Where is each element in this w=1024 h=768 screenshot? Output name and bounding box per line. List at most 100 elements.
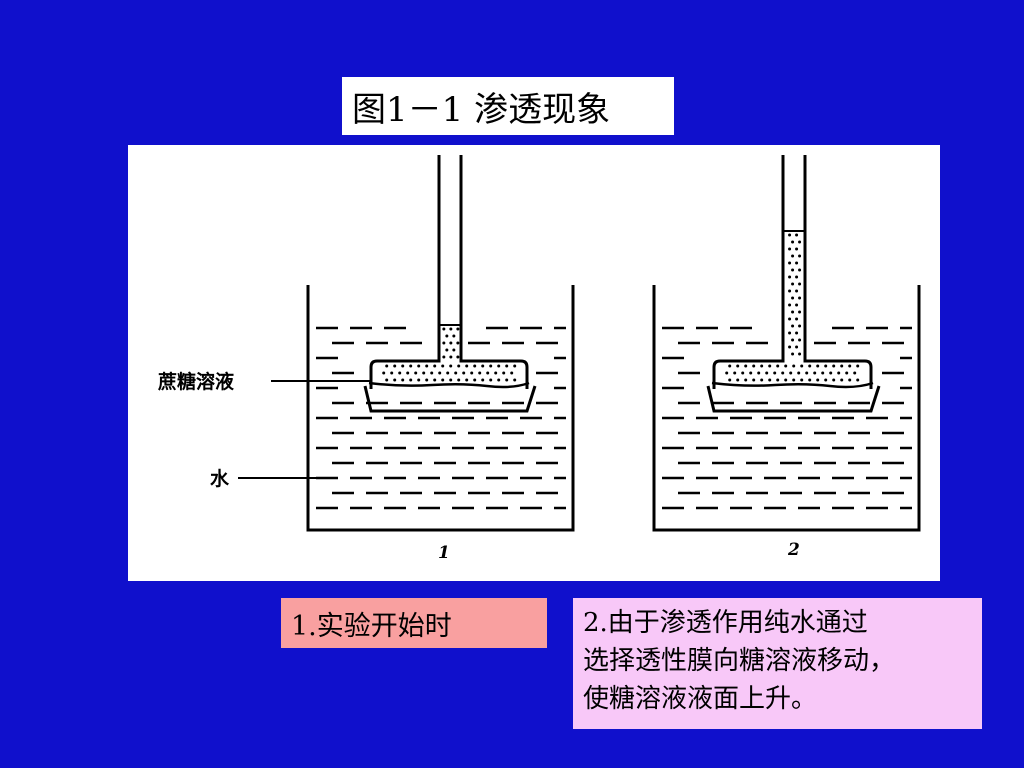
beaker-wall xyxy=(652,285,921,532)
solution-dot xyxy=(788,345,792,349)
solution-dot xyxy=(744,378,748,382)
solution-dot xyxy=(829,371,833,375)
caption-result-line-3: 使糖溶液液面上升。 xyxy=(583,684,818,714)
solution-dot xyxy=(473,378,477,382)
solution-dot xyxy=(760,378,764,382)
solution-dot xyxy=(768,378,772,382)
solution-dot xyxy=(744,364,748,368)
solution-dot xyxy=(791,352,795,356)
water-dashes xyxy=(316,326,566,510)
solution-dot xyxy=(442,355,446,359)
caption-start: 1.实验开始时 xyxy=(281,598,547,648)
solution-dot xyxy=(795,345,799,349)
solution-dot xyxy=(438,371,442,375)
solution-dot xyxy=(821,371,825,375)
solution-dot xyxy=(776,378,780,382)
beaker-2-number: 2 xyxy=(787,540,800,560)
solution-dot xyxy=(798,296,802,300)
solution-dot xyxy=(788,261,792,265)
solution-dot xyxy=(791,338,795,342)
solution-dot xyxy=(446,371,450,375)
solution-dot xyxy=(465,364,469,368)
solution-dot xyxy=(798,352,802,356)
solution-dot xyxy=(414,371,418,375)
solution-dot xyxy=(840,378,844,382)
solution-dot xyxy=(776,364,780,368)
solution-dot xyxy=(401,364,405,368)
solution-dot xyxy=(791,296,795,300)
solution-dot xyxy=(489,378,493,382)
solution-dot xyxy=(736,364,740,368)
label-sucrose: 蔗糖溶液 xyxy=(157,370,235,393)
solution-dot xyxy=(430,371,434,375)
solution-dot xyxy=(788,275,792,279)
solution-dot xyxy=(795,233,799,237)
solution-dot xyxy=(808,364,812,368)
solution-dot xyxy=(489,364,493,368)
solution-dot xyxy=(390,371,394,375)
solution-dot xyxy=(791,282,795,286)
solution-dot xyxy=(752,364,756,368)
solution-dot xyxy=(456,355,460,359)
solution-dot xyxy=(773,371,777,375)
solution-dot xyxy=(385,378,389,382)
solution-dot xyxy=(760,364,764,368)
solution-dot xyxy=(393,378,397,382)
solution-dot xyxy=(470,371,474,375)
solution-dot xyxy=(725,371,729,375)
solution-dot xyxy=(791,254,795,258)
solution-dot xyxy=(752,378,756,382)
solution-dot xyxy=(800,364,804,368)
solution-dot xyxy=(409,364,413,368)
water-dashes xyxy=(662,326,912,510)
solution-dot xyxy=(788,331,792,335)
solution-dot xyxy=(385,364,389,368)
beaker-wall xyxy=(306,285,575,532)
solution-dot xyxy=(433,378,437,382)
solution-dot xyxy=(791,240,795,244)
funnel-outline xyxy=(712,155,873,389)
solution-dot xyxy=(465,378,469,382)
solution-dot xyxy=(795,317,799,321)
solution-dot xyxy=(454,371,458,375)
solution-dot xyxy=(848,364,852,368)
solution-dot xyxy=(795,331,799,335)
solution-dot xyxy=(442,341,446,345)
solution-dot xyxy=(486,371,490,375)
solution-dot xyxy=(401,378,405,382)
solution-dot xyxy=(816,378,820,382)
solution-dot xyxy=(795,247,799,251)
solution-dot xyxy=(513,364,517,368)
solution-dot xyxy=(449,341,453,345)
solution-dot xyxy=(824,378,828,382)
solution-dot xyxy=(456,341,460,345)
solution-dot xyxy=(497,364,501,368)
solution-dots xyxy=(382,327,517,382)
solution-dot xyxy=(798,282,802,286)
solution-dot xyxy=(788,247,792,251)
solution-dot xyxy=(808,378,812,382)
page-title: 图1－1 渗透现象 xyxy=(352,89,611,130)
caption-result-line-2: 选择透性膜向糖溶液移动， xyxy=(583,646,896,676)
solution-dot xyxy=(795,275,799,279)
solution-dot xyxy=(789,371,793,375)
solution-dot xyxy=(856,364,860,368)
solution-dot xyxy=(422,371,426,375)
solution-dot xyxy=(757,371,761,375)
solution-dot xyxy=(791,268,795,272)
title-box: 图1－1 渗透现象 xyxy=(342,77,674,135)
solution-dot xyxy=(425,378,429,382)
solution-dot xyxy=(848,378,852,382)
solution-dot xyxy=(837,371,841,375)
solution-dot xyxy=(840,364,844,368)
beaker-1-number: 1 xyxy=(438,543,450,563)
solution-dot xyxy=(457,378,461,382)
caption-result: 2.由于渗透作用纯水通过 选择透性膜向糖溶液移动， 使糖溶液液面上升。 xyxy=(573,598,982,729)
solution-dot xyxy=(795,261,799,265)
solution-dot xyxy=(481,364,485,368)
caption-start-text: 1.实验开始时 xyxy=(291,610,452,642)
solution-dot xyxy=(473,364,477,368)
solution-dot xyxy=(816,364,820,368)
solution-dot xyxy=(449,355,453,359)
solution-dot xyxy=(798,254,802,258)
